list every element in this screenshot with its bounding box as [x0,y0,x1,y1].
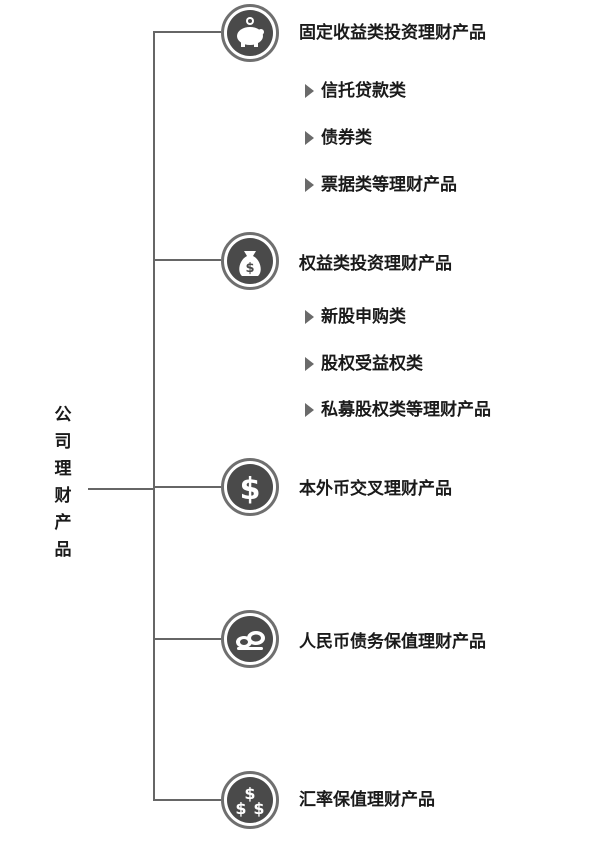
svg-text:$: $ [245,261,254,276]
triangle-bullet-icon [305,310,314,324]
root-label: 公 司 理 财 产 品 [51,402,75,564]
svg-text:$: $ [244,784,255,803]
svg-text:$: $ [253,799,264,818]
root-connector [88,488,154,490]
sub-item: 股权受益权类 [305,353,423,375]
svg-text:$: $ [235,799,246,818]
sub-item: 信托贷款类 [305,80,406,102]
root-char: 品 [54,540,72,560]
sub-item-label: 债券类 [321,128,372,148]
root-char: 理 [54,459,72,479]
branch-connector [153,486,221,488]
category-label: 本外币交叉理财产品 [299,479,452,499]
piggy-bank-icon [221,4,279,62]
triangle-bullet-icon [305,178,314,192]
category-label: 人民币债务保值理财产品 [299,632,486,652]
triangle-bullet-icon [305,357,314,371]
sub-item: 私募股权类等理财产品 [305,399,491,421]
sub-item-label: 票据类等理财产品 [321,175,457,195]
sub-item-label: 新股申购类 [321,307,406,327]
trunk-line [153,31,155,800]
sub-item: 新股申购类 [305,306,406,328]
coins-icon [221,610,279,668]
category-label: 固定收益类投资理财产品 [299,23,486,43]
branch-connector [153,799,221,801]
branch-connector [153,638,221,640]
triangle-bullet-icon [305,84,314,98]
money-bag-icon: $ [221,232,279,290]
triangle-bullet-icon [305,131,314,145]
root-char: 产 [54,513,72,533]
sub-item-label: 股权受益权类 [321,354,423,374]
multi-dollar-icon: $ $ $ [221,771,279,829]
sub-item: 债券类 [305,127,372,149]
branch-connector [153,259,221,261]
root-char: 司 [54,432,72,452]
root-char: 公 [54,405,72,425]
category-label: 权益类投资理财产品 [299,254,452,274]
category-label: 汇率保值理财产品 [299,790,435,810]
triangle-bullet-icon [305,403,314,417]
sub-item: 票据类等理财产品 [305,174,457,196]
sub-item-label: 信托贷款类 [321,81,406,101]
dollar-sign-icon: $ [221,458,279,516]
svg-text:$: $ [240,472,261,507]
sub-item-label: 私募股权类等理财产品 [321,400,491,420]
root-char: 财 [54,486,72,506]
branch-connector [153,31,221,33]
